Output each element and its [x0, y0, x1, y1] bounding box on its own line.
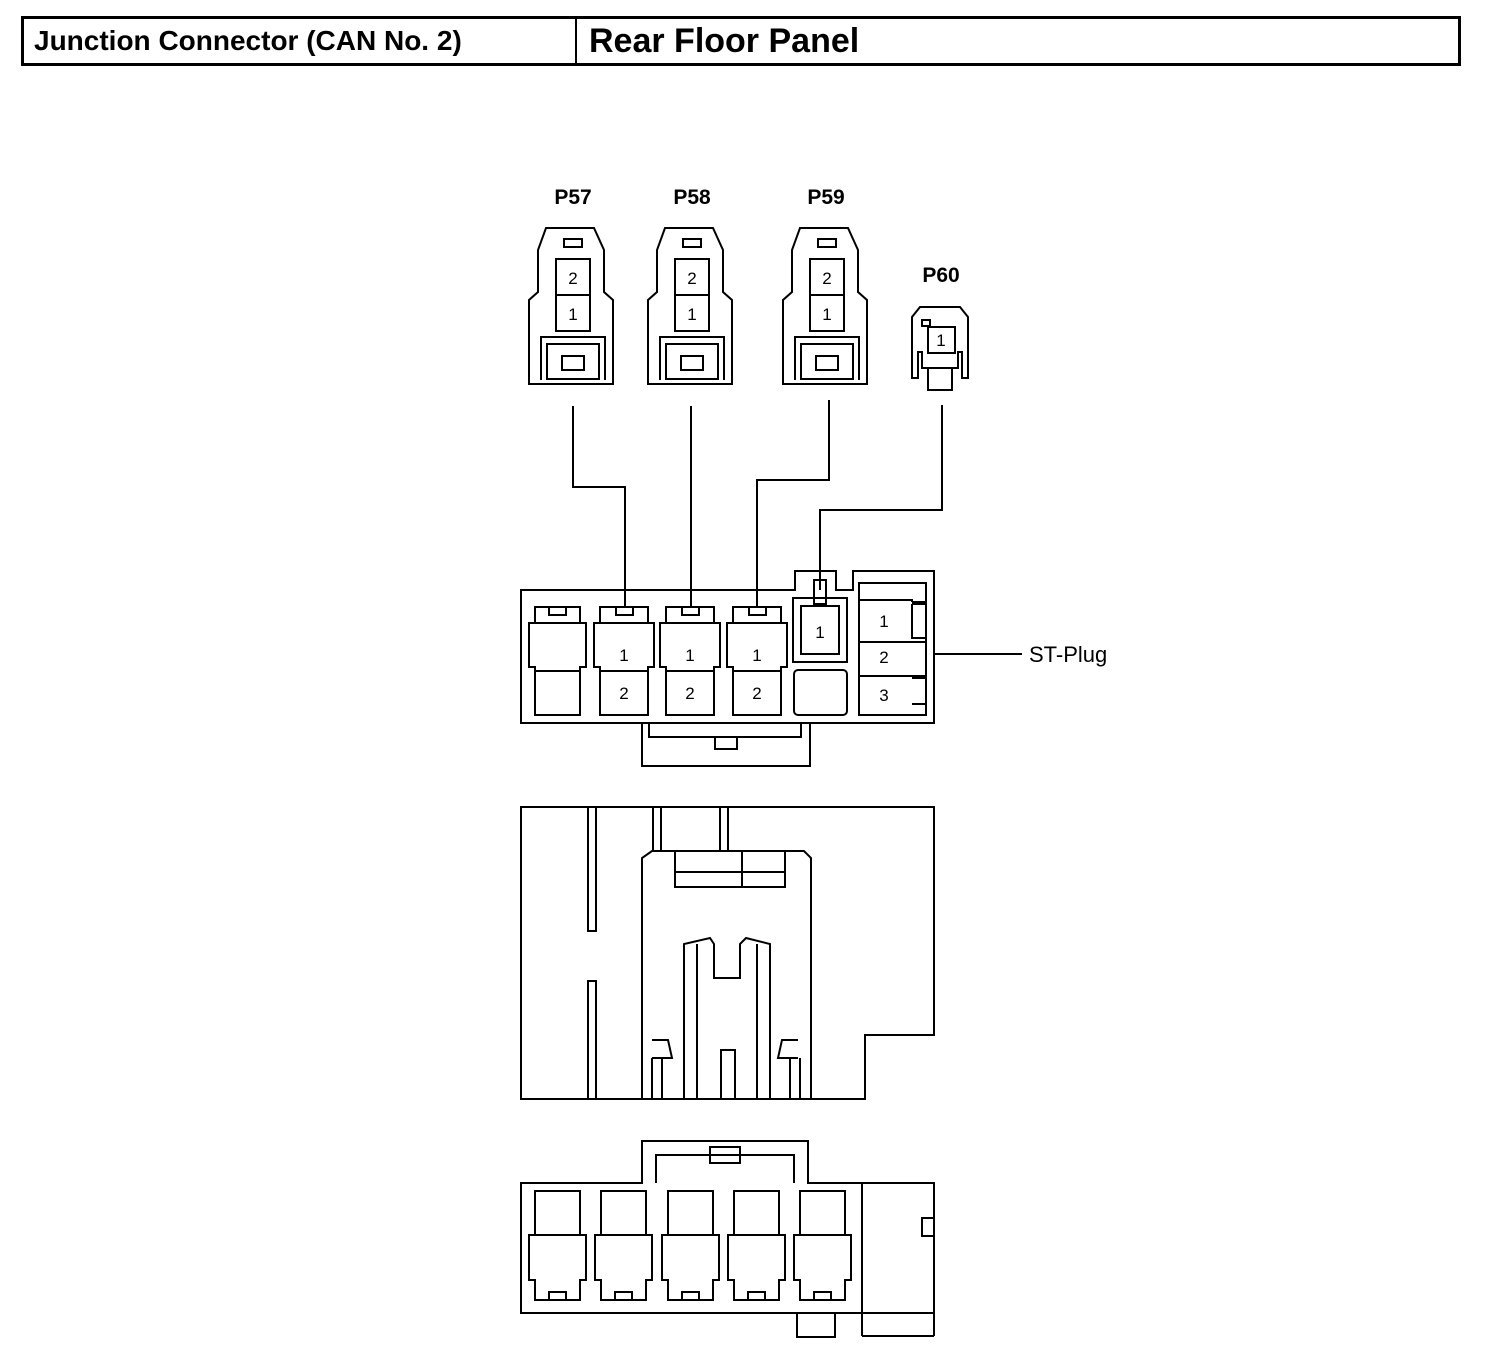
junction-block: 1 2 1 2 1 2 1 1 2 3 ST-Plug [520, 570, 1107, 767]
st-plug-label: ST-Plug [1029, 642, 1107, 667]
pin-label: 2 [568, 269, 577, 288]
component-location: Rear Floor Panel [589, 21, 860, 60]
pin-label: 1 [752, 646, 761, 665]
connector-label-p59: P59 [807, 186, 844, 209]
connector-p58: P58 2 1 [647, 186, 733, 385]
pin-label: 1 [822, 305, 831, 324]
connector-p59: P59 2 1 [782, 186, 868, 385]
pin-label: 1 [619, 646, 628, 665]
pin-label: 1 [568, 305, 577, 324]
pin-label: 2 [822, 269, 831, 288]
pin-label: 1 [687, 305, 696, 324]
connector-label-p58: P58 [673, 186, 711, 209]
connector-label-p57: P57 [554, 186, 591, 209]
title-bar: Junction Connector (CAN No. 2) Rear Floo… [21, 16, 1461, 66]
wiring-lines [572, 400, 943, 608]
connector-label-p60: P60 [922, 264, 959, 287]
pin-label: 3 [879, 686, 888, 705]
pin-label: 2 [619, 684, 628, 703]
pin-label: 1 [815, 623, 824, 642]
pin-label: 2 [685, 684, 694, 703]
rear-cavity [727, 1190, 786, 1301]
junction-block-side-view [520, 806, 935, 1100]
junction-block-rear-view [520, 1140, 935, 1338]
pin-label: 2 [752, 684, 761, 703]
component-name: Junction Connector (CAN No. 2) [24, 19, 577, 63]
pin-label: 2 [687, 269, 696, 288]
connector-p57: P57 2 1 [528, 186, 614, 385]
rear-cavity [594, 1190, 653, 1301]
pin-label: 1 [685, 646, 694, 665]
rear-cavity [528, 1190, 587, 1301]
rear-cavity [793, 1190, 852, 1301]
pin-label: 1 [936, 331, 945, 350]
rear-cavity [661, 1190, 720, 1301]
pin-label: 1 [879, 612, 888, 631]
connector-p60: P60 1 [911, 264, 969, 391]
pin-label: 2 [879, 648, 888, 667]
